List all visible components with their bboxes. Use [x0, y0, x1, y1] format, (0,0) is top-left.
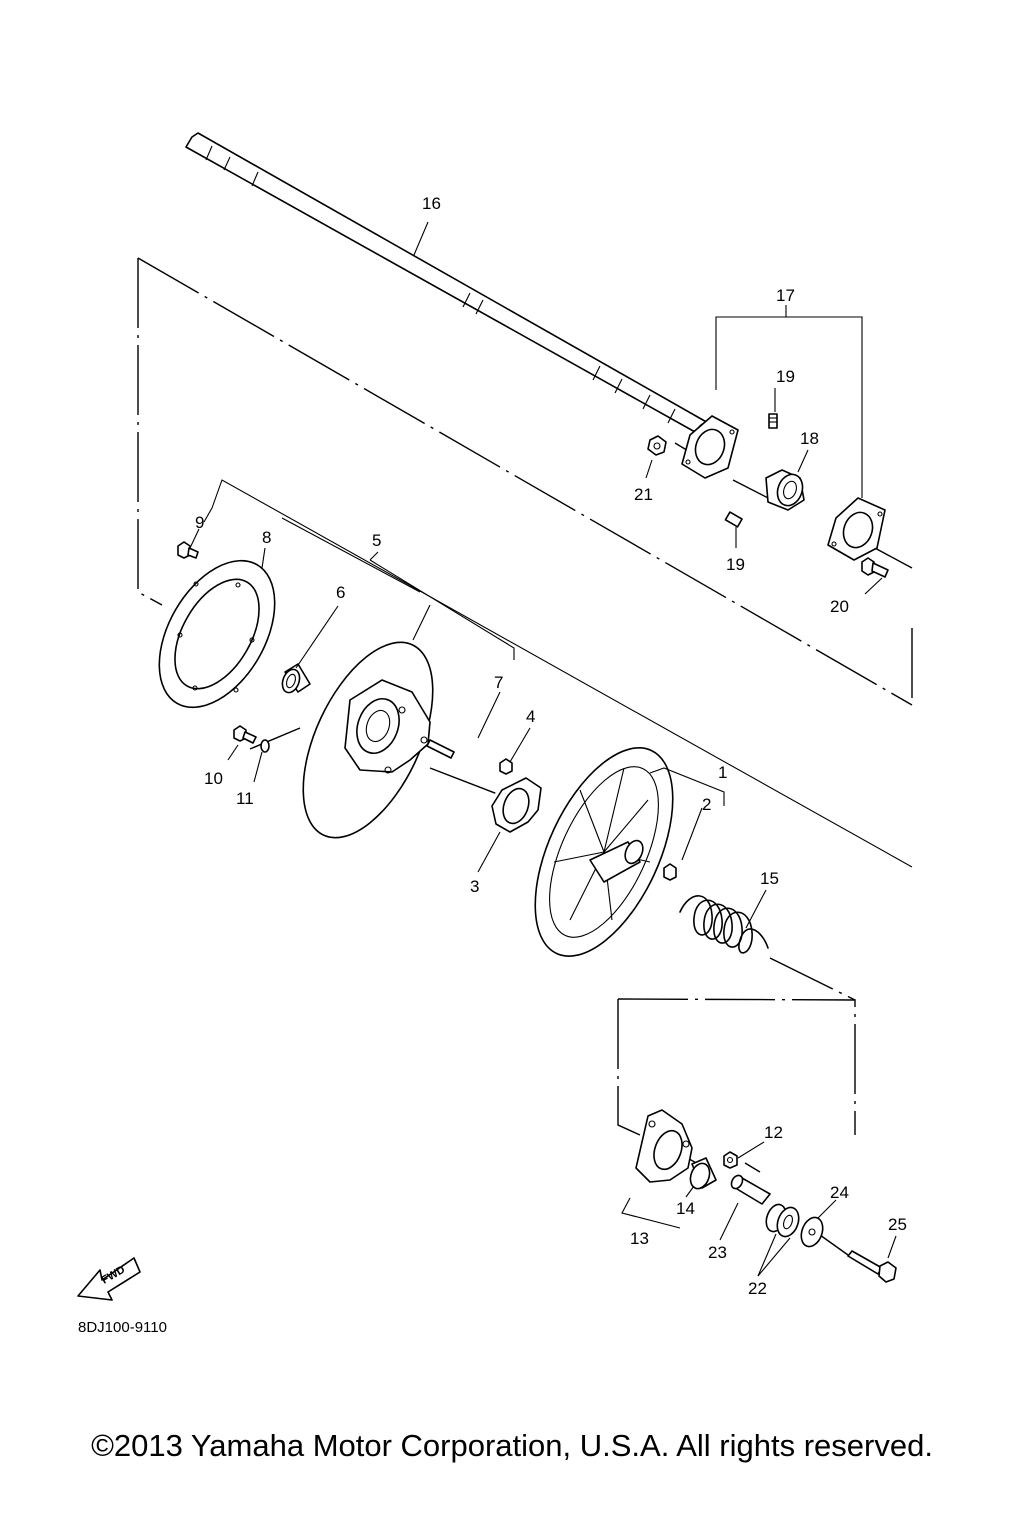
callout-2: 2: [702, 795, 711, 814]
callout-6: 6: [336, 583, 345, 602]
callout-18: 18: [800, 429, 819, 448]
callout-8: 8: [262, 528, 271, 547]
part-21-nut: [647, 435, 667, 456]
assembly-reference-lines: [137, 257, 913, 1256]
part-22-bushings: [765, 1203, 800, 1238]
callout-16: 16: [422, 194, 441, 213]
part-25-bolt: [847, 1250, 897, 1283]
copyright-notice: ©2013 Yamaha Motor Corporation, U.S.A. A…: [91, 1428, 933, 1463]
callout-3: 3: [470, 877, 479, 896]
part-18-bearing: [765, 469, 805, 511]
part-12-nut: [723, 1151, 738, 1169]
callout-22: 22: [748, 1279, 767, 1298]
part-10-screw: [233, 725, 257, 744]
callout-13: 13: [630, 1229, 649, 1248]
callout-19-bottom: 19: [726, 555, 745, 574]
fwd-arrow-icon: FWD: [77, 1257, 141, 1301]
diagram-reference-code: 8DJ100-9110: [78, 1319, 167, 1336]
part-19-set-screw-top: [768, 413, 778, 429]
part-20-bolt: [861, 557, 889, 578]
callout-23: 23: [708, 1243, 727, 1262]
callout-17: 17: [776, 286, 795, 305]
part-16-shaft: [185, 132, 711, 438]
callout-11: 11: [236, 789, 254, 808]
part-8-plate: [158, 559, 276, 709]
part-6-bushing: [281, 663, 311, 694]
callout-1: 1: [718, 763, 727, 782]
part-13-cam: [635, 1109, 693, 1183]
callout-12: 12: [764, 1123, 783, 1142]
part-7-stud: [426, 739, 455, 759]
callout-4: 4: [526, 707, 535, 726]
callout-14: 14: [676, 1199, 695, 1218]
part-2-screw: [663, 863, 677, 881]
callout-20: 20: [830, 597, 849, 616]
callout-9: 9: [195, 513, 204, 532]
part-17-bearing-housing-right: [827, 497, 886, 561]
callout-7: 7: [494, 673, 503, 692]
leader-lines: [189, 221, 913, 1277]
callout-24: 24: [830, 1183, 849, 1202]
callout-21: 21: [634, 485, 653, 504]
part-19-set-screw-bottom: [724, 511, 743, 528]
part-3-shim: [491, 777, 542, 833]
part-4-screw: [499, 758, 513, 775]
part-15-spring: [679, 895, 769, 954]
callout-10: 10: [204, 769, 223, 788]
part-1-sheave: [534, 747, 674, 957]
callout-15: 15: [760, 869, 779, 888]
part-24-washer: [800, 1216, 824, 1248]
part-11-washer: [260, 739, 270, 753]
part-5-sheave: [302, 641, 434, 839]
callout-25: 25: [888, 1215, 907, 1234]
part-14-bushing: [689, 1157, 717, 1190]
callout-labels: 16 17 19 18 21 19 20 9 8 5 6 7 4 10 11 3…: [195, 194, 907, 1298]
callout-19-top: 19: [776, 367, 795, 386]
part-17-bearing-housing-left: [681, 415, 739, 479]
part-9-bolt: [177, 541, 199, 559]
callout-5: 5: [372, 531, 381, 550]
part-23-collar: [730, 1174, 771, 1205]
